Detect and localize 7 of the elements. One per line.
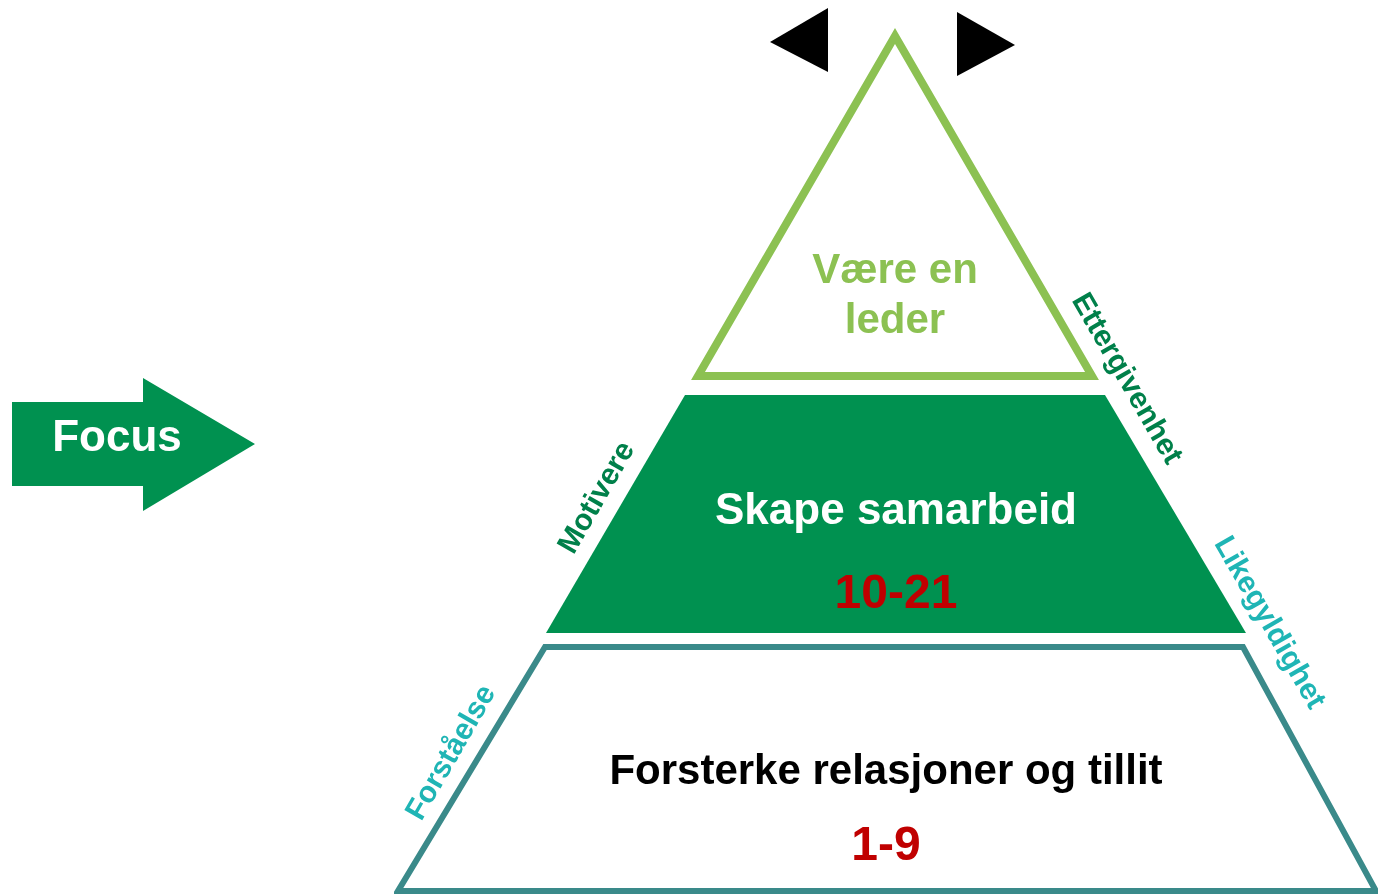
score-range: 10-21 <box>834 564 958 620</box>
tier-title: Forsterke relasjoner og tillit <box>609 745 1163 795</box>
tier-title: Være en leder <box>811 244 979 345</box>
tier-title: Skape samarbeid <box>715 483 1077 535</box>
focus-label: Focus <box>52 410 182 462</box>
arrow-shape <box>12 378 255 511</box>
score-range: 1-9 <box>851 816 921 872</box>
